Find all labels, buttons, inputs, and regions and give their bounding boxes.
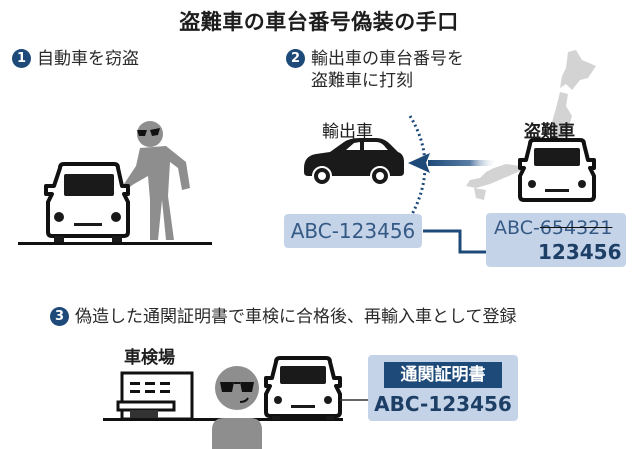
stolen-car-front-icon [518,138,596,202]
step-2-header: 2 輸出車の車台番号を 盗難車に打刻 [286,48,464,92]
stolen-car-vin-plate: ABC-654321 123456 [486,213,626,267]
inspection-building-icon [116,371,194,421]
original-vin-struck: 654321 [539,217,613,239]
page-title: 盗難車の車台番号偽装の手口 [179,10,459,34]
sunglasses-icon [137,128,160,136]
customs-certificate: 通関証明書 ABC-123456 [368,355,518,421]
certificate-number: ABC-123456 [374,392,512,416]
vin-prefix: ABC- [494,217,540,239]
step-3-text: 偽造した通関証明書で車検に合格後、再輸入車として登録 [75,307,517,327]
certificate-title: 通関証明書 [384,362,502,388]
step-2-text-line2: 盗難車に打刻 [311,71,413,91]
step-number-badge: 3 [50,307,69,326]
step-1-header: 1 自動車を窃盗 [12,48,139,70]
sedan-car-icon [304,138,404,186]
step-1-text: 自動車を窃盗 [37,49,139,69]
new-vin-number: 123456 [538,240,622,264]
person-with-sunglasses-icon [212,366,262,449]
stolen-car-label: 盗難車 [524,122,575,142]
border-dotted-arc [408,115,427,219]
ground-line [18,242,212,245]
car-front-icon [44,162,130,242]
step-number-badge: 1 [12,49,31,68]
arrow-head-icon [408,153,430,173]
thief-figure-icon [124,121,190,240]
export-car-vin-plate: ABC-123456 [284,214,422,248]
car-front-icon [264,356,342,420]
export-arrow [428,160,498,166]
step-2-text-line1: 輸出車の車台番号を [311,49,464,69]
step-3-header: 3 偽造した通関証明書で車検に合格後、再輸入車として登録 [50,306,517,328]
step-number-badge: 2 [286,49,305,68]
export-car-label: 輸出車 [322,122,373,142]
inspection-station-label: 車検場 [124,348,175,368]
